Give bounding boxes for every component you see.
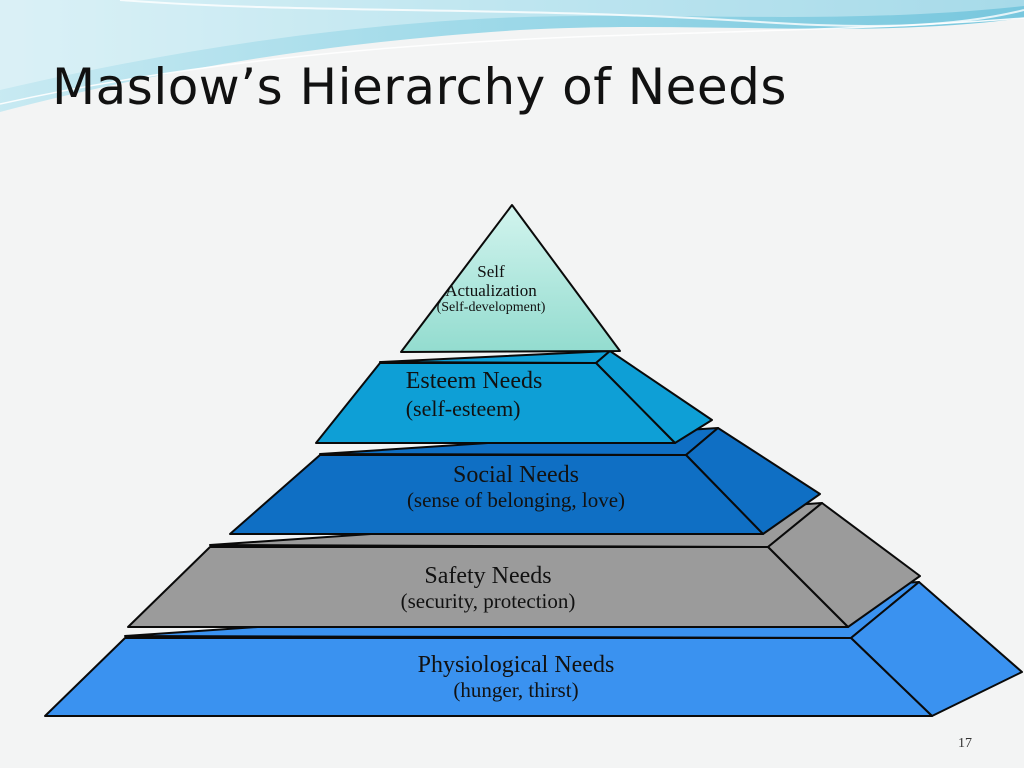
physiological-subtitle: (hunger, thirst) bbox=[453, 677, 579, 702]
social-subtitle: (sense of belonging, love) bbox=[406, 487, 626, 512]
level-esteem bbox=[315, 350, 713, 444]
physiological-front-face bbox=[44, 637, 933, 717]
level-self-actualization bbox=[400, 204, 621, 353]
safety-label: Safety Needs (security, protection) bbox=[401, 563, 576, 613]
safety-title: Safety Needs bbox=[424, 563, 552, 589]
physiological-title: Physiological Needs bbox=[417, 652, 615, 678]
esteem-label: Esteem Needs (self-esteem) bbox=[406, 368, 543, 421]
esteem-title: Esteem Needs bbox=[405, 368, 543, 394]
self-actualization-label: Self Actualization (Self-development) bbox=[437, 262, 546, 316]
self-actualization-title-line-1: Self bbox=[477, 262, 505, 281]
safety-front-face bbox=[127, 546, 849, 628]
self-actualization-subtitle: (Self-development) bbox=[436, 300, 546, 316]
esteem-subtitle: (self-esteem) bbox=[405, 395, 521, 421]
social-front-face bbox=[229, 454, 764, 535]
self-actualization-title-line-2: Actualization bbox=[445, 281, 537, 301]
safety-subtitle: (security, protection) bbox=[400, 588, 576, 613]
physiological-label: Physiological Needs (hunger, thirst) bbox=[418, 652, 615, 702]
header-wave-decoration bbox=[0, 0, 1024, 112]
esteem-front-face bbox=[315, 362, 676, 444]
page-number: 17 bbox=[958, 736, 972, 751]
slide-title: Maslow’s Hierarchy of Needs bbox=[52, 58, 787, 116]
social-label: Social Needs (sense of belonging, love) bbox=[407, 462, 625, 512]
social-title: Social Needs bbox=[453, 462, 579, 488]
